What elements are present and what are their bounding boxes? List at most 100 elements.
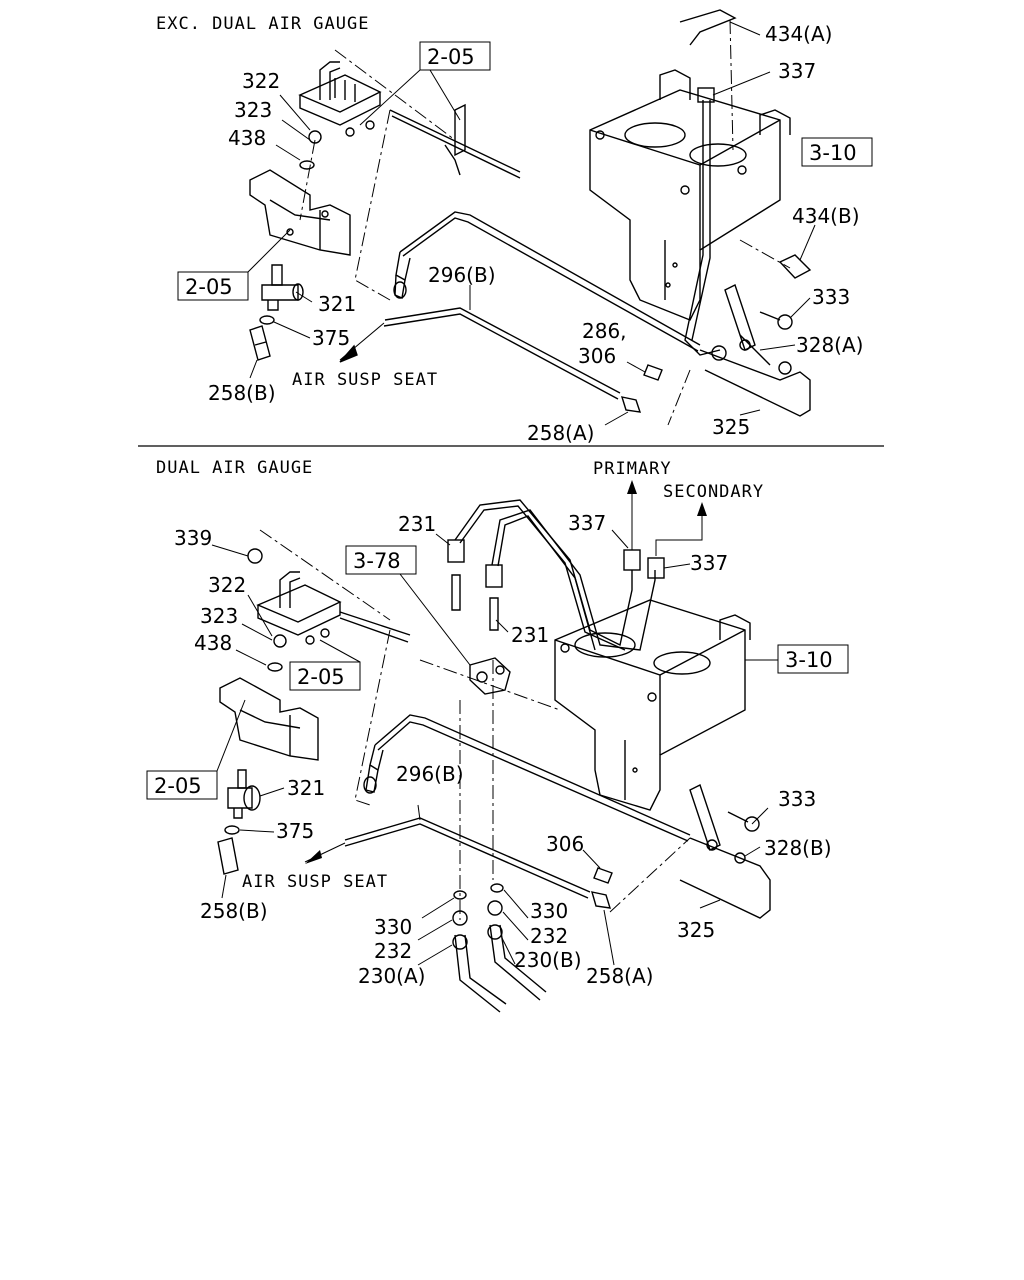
pipe-upper-bottom <box>374 714 691 836</box>
label-434a: 434(A) <box>765 22 832 46</box>
washer-375-top <box>259 315 275 325</box>
fitting-306-bottom <box>593 867 613 884</box>
label-339: 339 <box>174 526 212 550</box>
label-438-bottom: 438 <box>194 631 232 655</box>
mount-bracket-bottom <box>219 677 319 761</box>
label-258b-bottom: 258(B) <box>200 899 268 923</box>
label-375-bottom: 375 <box>276 819 314 843</box>
clamp-434a <box>679 9 737 46</box>
label-321-bottom: 321 <box>287 776 325 800</box>
label-337-b: 337 <box>690 551 728 575</box>
label-296b-bottom: 296(B) <box>396 762 464 786</box>
section-dual-air-gauge: DUAL AIR GAUGE PRIMARY SECONDARY 3-78 2-… <box>146 458 849 1013</box>
label-325-bottom: 325 <box>677 918 715 942</box>
pipe-230a <box>454 934 507 1013</box>
pipe-325-top <box>699 349 811 417</box>
bulkhead-plate <box>469 657 511 695</box>
air-tank-bottom <box>554 599 751 811</box>
section-title-bottom: DUAL AIR GAUGE <box>156 458 313 478</box>
mount-bracket-top <box>249 169 351 256</box>
label-330-b: 330 <box>530 899 568 923</box>
gauge-bracket-top <box>298 61 382 137</box>
elbow-fitting-bottom <box>363 744 384 794</box>
ref-label-2-05-top-a: 2-05 <box>427 45 475 69</box>
ref-box-3-10-bot[interactable] <box>777 644 849 674</box>
ref-box-3-78[interactable] <box>345 545 417 575</box>
fitting-258a-top <box>620 396 642 413</box>
ref-box-2-05-top-a[interactable] <box>419 41 491 71</box>
fitting-231-a <box>447 539 465 611</box>
ref-label-3-78: 3-78 <box>353 549 401 573</box>
ref-box-2-05-bot-b[interactable] <box>146 770 218 800</box>
fitting-337-secondary <box>647 557 665 579</box>
label-322-bottom: 322 <box>208 573 246 597</box>
ref-label-2-05-top-b: 2-05 <box>185 275 233 299</box>
pipe-230b <box>489 924 547 1001</box>
label-231-a: 231 <box>398 512 436 536</box>
bolt-333-top <box>759 311 793 330</box>
washer-375-bottom <box>224 825 240 835</box>
bracket-328b <box>689 784 746 864</box>
nut-339 <box>247 548 263 564</box>
note-secondary: SECONDARY <box>663 482 764 502</box>
air-tank-top <box>589 69 791 321</box>
label-231-b: 231 <box>511 623 549 647</box>
label-258a-bottom: 258(A) <box>586 964 653 988</box>
label-232-a: 232 <box>374 939 412 963</box>
bracket-328a <box>724 284 771 366</box>
ref-box-2-05-top-b[interactable] <box>177 271 249 301</box>
bolt-333-bottom <box>727 811 760 832</box>
ref-label-3-10-bot: 3-10 <box>785 648 833 672</box>
label-322-top: 322 <box>242 69 280 93</box>
gauge-bracket-bottom <box>256 571 342 645</box>
label-330-a: 330 <box>374 915 412 939</box>
tee-fitting-321-bottom <box>227 769 261 819</box>
nut-323-top <box>308 130 322 144</box>
pipe-296b-top <box>384 307 621 394</box>
ref-box-2-05-bot-a[interactable] <box>289 661 361 691</box>
section-title-top: EXC. DUAL AIR GAUGE <box>156 14 369 34</box>
section-exc-dual-air-gauge: EXC. DUAL AIR GAUGE 2-05 2-05 3-10 <box>156 9 873 445</box>
elbow-fitting-top <box>393 251 411 299</box>
clamp-434b <box>778 254 812 279</box>
note-primary: PRIMARY <box>593 459 672 479</box>
label-328a: 328(A) <box>796 333 863 357</box>
clip-bracket-top <box>389 103 521 179</box>
washer-438-top <box>299 160 315 170</box>
label-328b: 328(B) <box>764 836 832 860</box>
label-230a: 230(A) <box>358 964 425 988</box>
fitting-258b-top <box>249 325 271 361</box>
nut-323-bottom <box>273 634 287 648</box>
pipe-stub-bottom <box>339 611 411 643</box>
tee-fitting-321-top <box>261 264 304 311</box>
label-258b-top: 258(B) <box>208 381 276 405</box>
label-323-bottom: 323 <box>200 604 238 628</box>
fitting-258a-bottom <box>591 891 611 909</box>
washer-438-bottom <box>267 662 283 672</box>
nut-232-a <box>452 910 468 926</box>
hose-231-secondary <box>491 509 656 651</box>
label-321-top: 321 <box>318 292 356 316</box>
ref-box-3-10-top[interactable] <box>801 137 873 167</box>
fitting-258b-bottom <box>217 837 239 875</box>
fitting-231-b <box>485 564 503 631</box>
label-337-a: 337 <box>568 511 606 535</box>
label-325-top: 325 <box>712 415 750 439</box>
label-306-top: 306 <box>578 344 616 368</box>
pipe-upper-top <box>399 211 701 346</box>
arrow-secondary <box>655 512 703 556</box>
label-286-top: 286, <box>582 319 627 343</box>
label-333-bottom: 333 <box>778 787 816 811</box>
washer-330-b <box>490 883 504 893</box>
label-296b-top: 296(B) <box>428 263 496 287</box>
label-333-top: 333 <box>812 285 850 309</box>
label-434b: 434(B) <box>792 204 860 228</box>
ref-label-2-05-bot-a: 2-05 <box>297 665 345 689</box>
label-438-top: 438 <box>228 126 266 150</box>
label-230b: 230(B) <box>514 948 582 972</box>
ref-label-3-10-top: 3-10 <box>809 141 857 165</box>
label-323-top: 323 <box>234 98 272 122</box>
label-337-top: 337 <box>778 59 816 83</box>
label-375-top: 375 <box>312 326 350 350</box>
